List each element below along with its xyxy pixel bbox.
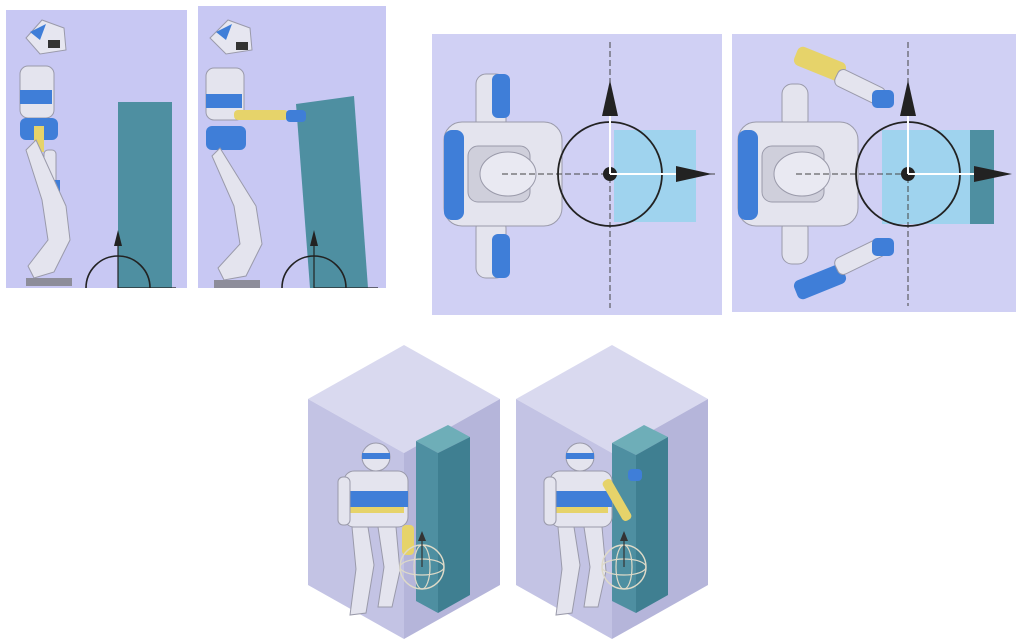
top-view-after-panel xyxy=(732,34,1016,312)
isometric-view-before-panel xyxy=(308,345,528,639)
isometric-view-before-svg xyxy=(308,345,528,639)
top-view-after-svg xyxy=(732,34,1016,312)
box-object xyxy=(118,102,172,288)
isometric-view-after-panel xyxy=(516,345,726,639)
side-view-before-svg xyxy=(6,10,187,288)
top-view-before-panel xyxy=(432,34,722,315)
isometric-view-after-svg xyxy=(516,345,726,639)
side-view-before-panel xyxy=(6,10,187,288)
side-view-after-svg xyxy=(198,6,386,288)
top-view-before-svg xyxy=(432,34,722,315)
side-view-after-panel xyxy=(198,6,386,288)
